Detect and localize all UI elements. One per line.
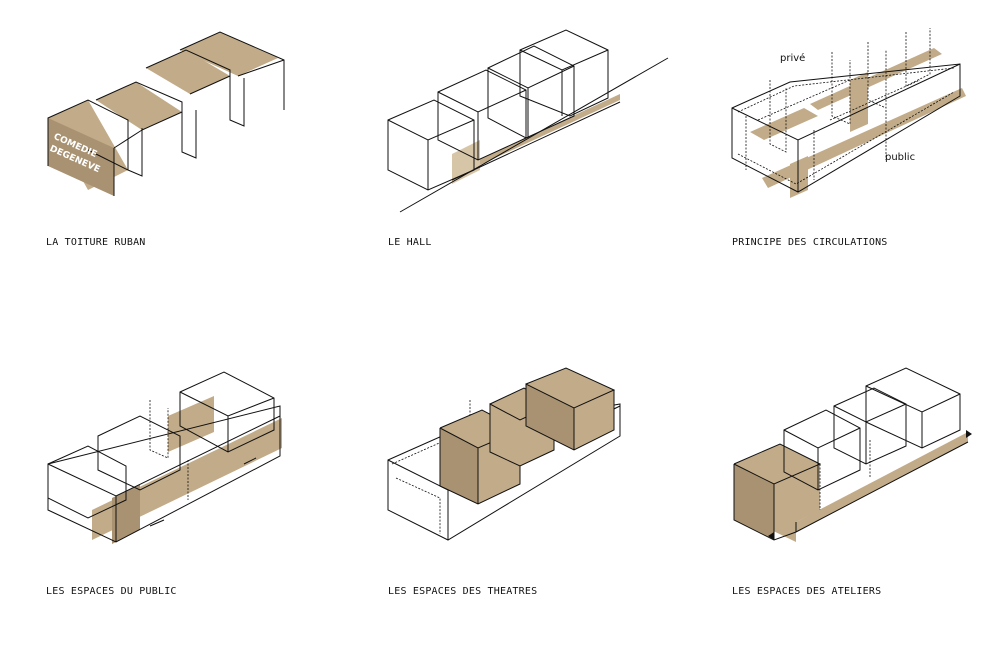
ribbon-roof-drawing — [47, 31, 285, 196]
diagram-panel-public: LES ESPACES DU PUBLIC — [30, 360, 350, 660]
caption-ateliers: LES ESPACES DES ATELIERS — [732, 586, 882, 597]
public-spaces-drawing — [47, 371, 282, 544]
caption-hall: LE HALL — [388, 237, 432, 248]
diagram-panel-toiture: COMEDIE DEGENEVE LA TOITURE RUBAN — [30, 20, 350, 320]
ateliers-drawing — [733, 367, 972, 542]
caption-theatres: LES ESPACES DES THEATRES — [388, 586, 538, 597]
diagram-panel-circulations: privé public PRINCIPE DES CIRCULATIONS — [710, 20, 1000, 320]
diagram-panel-hall: LE HALL — [370, 20, 690, 320]
caption-toiture: LA TOITURE RUBAN — [46, 237, 146, 248]
hall-drawing — [387, 29, 669, 213]
diagram-panel-theatres: LES ESPACES DES THEATRES — [370, 360, 690, 660]
diagram-panel-ateliers: LES ESPACES DES ATELIERS — [710, 360, 1000, 660]
theatres-drawing — [387, 367, 621, 541]
circulation-drawing — [731, 28, 966, 198]
caption-public: LES ESPACES DU PUBLIC — [46, 586, 177, 597]
label-prive: privé — [780, 53, 806, 64]
caption-circulations: PRINCIPE DES CIRCULATIONS — [732, 237, 888, 248]
label-public: public — [885, 152, 916, 163]
